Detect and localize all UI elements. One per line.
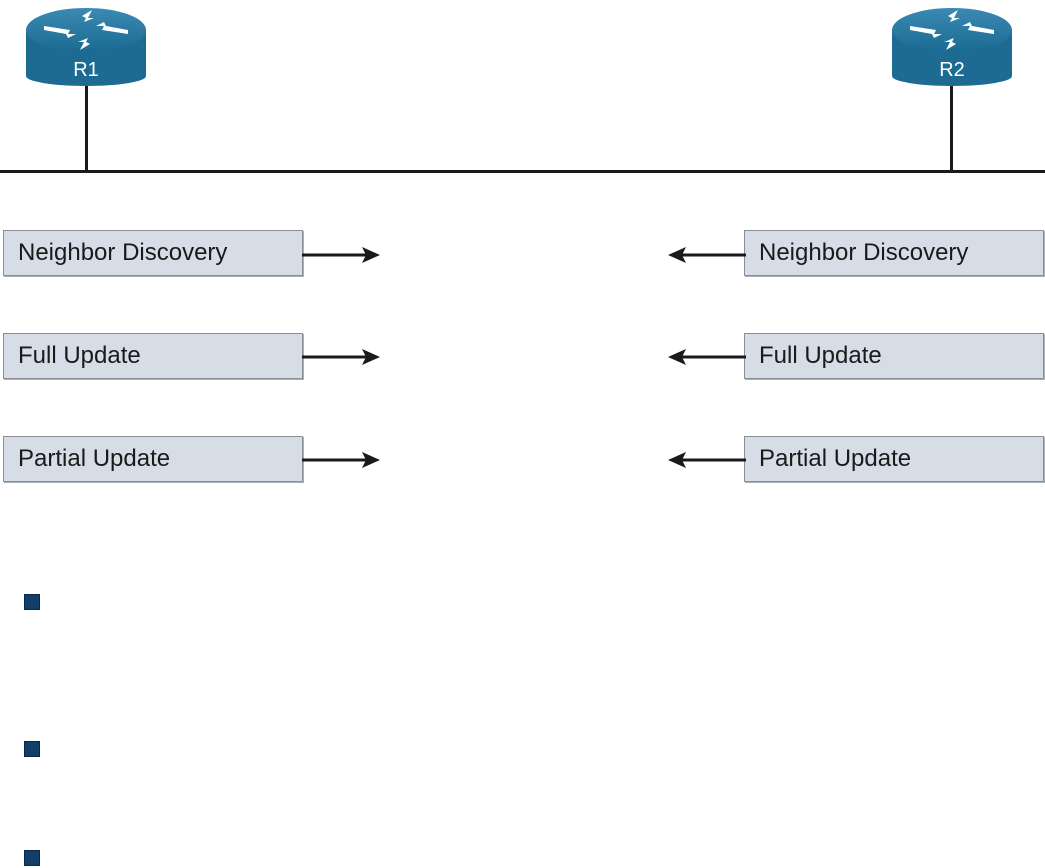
bullet-square-icon — [24, 850, 40, 866]
message-box-partial-update-r1: Partial Update — [3, 436, 303, 482]
arrow-right-icon — [302, 349, 380, 365]
bullet-square-icon — [24, 594, 40, 610]
bullet-square-icon — [24, 741, 40, 757]
message-box-full-update-r1: Full Update — [3, 333, 303, 379]
message-box-neighbor-discovery-r1: Neighbor Discovery — [3, 230, 303, 276]
router-label: R1 — [73, 59, 99, 81]
message-box-neighbor-discovery-r2: Neighbor Discovery — [744, 230, 1044, 276]
router-icon — [26, 8, 146, 86]
arrow-left-icon — [668, 349, 746, 365]
arrow-right-icon — [302, 452, 380, 468]
router-r2: R2 — [890, 6, 1014, 86]
arrow-left-icon — [668, 247, 746, 263]
router-r1: R1 — [24, 6, 148, 86]
router-icon — [892, 8, 1012, 86]
r2-link-line — [950, 86, 953, 172]
network-segment-line — [0, 170, 1045, 173]
arrow-left-icon — [668, 452, 746, 468]
message-box-partial-update-r2: Partial Update — [744, 436, 1044, 482]
arrow-right-icon — [302, 247, 380, 263]
message-box-full-update-r2: Full Update — [744, 333, 1044, 379]
router-label: R2 — [939, 59, 965, 81]
r1-link-line — [85, 86, 88, 172]
